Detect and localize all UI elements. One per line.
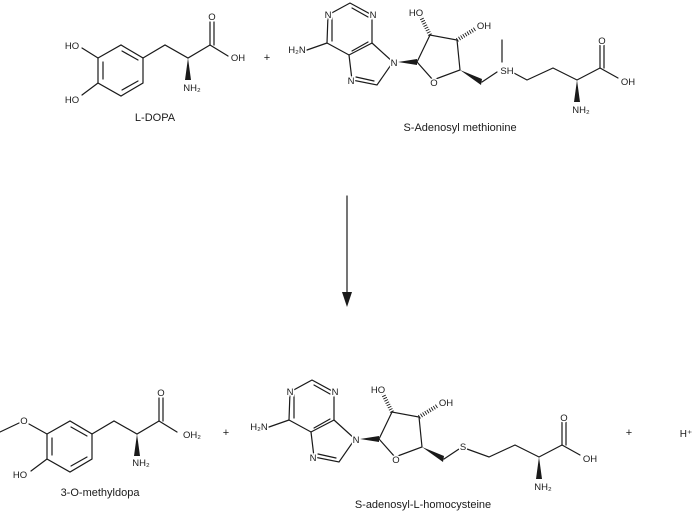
sah-structure: H₂N N N N N O HO OH S O OH NH₂ S-adenosy… — [249, 379, 599, 511]
atom-label: N — [370, 10, 377, 21]
methyldopa-structure: O HO O OH₂ NH₂ 3-O-methyldopa — [0, 387, 203, 499]
atom-label: N — [348, 76, 355, 87]
atom-label: S — [460, 442, 466, 453]
sam-label: S-Adenosyl methionine — [403, 122, 516, 134]
atom-label: OH — [621, 77, 635, 88]
atom-label: NH₂ — [132, 458, 150, 469]
reaction-arrow — [342, 195, 352, 307]
atom-label: N — [325, 10, 332, 21]
sah-label: S-adenosyl-L-homocysteine — [355, 499, 491, 511]
atom-label: O — [430, 78, 437, 89]
atom-label: N — [287, 387, 294, 398]
atom-label: H₂N — [288, 45, 306, 56]
plus-sign: + — [626, 427, 632, 439]
atom-label: N — [391, 58, 398, 69]
atom-label: OH — [477, 21, 491, 32]
sam-structure: H₂N N N N N O HO OH SH O OH NH₂ S-Adenos… — [287, 2, 637, 134]
atom-label: H₂N — [250, 422, 268, 433]
methyldopa-label: 3-O-methyldopa — [61, 487, 141, 499]
atom-label: O — [208, 12, 215, 23]
atom-label: OH₂ — [183, 430, 201, 441]
atom-label: HO — [371, 385, 385, 396]
atom-label: N — [310, 453, 317, 464]
atom-label: O — [560, 413, 567, 424]
l-dopa-label: L-DOPA — [135, 112, 176, 124]
atom-label: OH — [231, 53, 245, 64]
atom-label: O — [598, 36, 605, 47]
atom-label: SH — [500, 66, 513, 77]
atom-label: O — [392, 455, 399, 466]
atom-label: O — [157, 388, 164, 399]
atom-label: O — [20, 416, 27, 427]
l-dopa-structure: HO HO O OH NH₂ L-DOPA — [63, 11, 246, 125]
atom-label: OH — [583, 454, 597, 465]
atom-label: N — [332, 387, 339, 398]
atom-label: NH₂ — [534, 482, 552, 493]
atom-label: HO — [409, 8, 423, 19]
plus-sign: + — [264, 52, 270, 64]
atom-label: OH — [439, 398, 453, 409]
atom-label: HO — [65, 95, 79, 106]
atom-label: N — [353, 435, 360, 446]
plus-sign: + — [223, 427, 229, 439]
atom-label: HO — [65, 41, 79, 52]
atom-label: NH₂ — [183, 83, 201, 94]
atom-label: NH₂ — [572, 105, 590, 116]
atom-label: HO — [13, 470, 27, 481]
proton-label: H⁺ — [680, 429, 693, 440]
